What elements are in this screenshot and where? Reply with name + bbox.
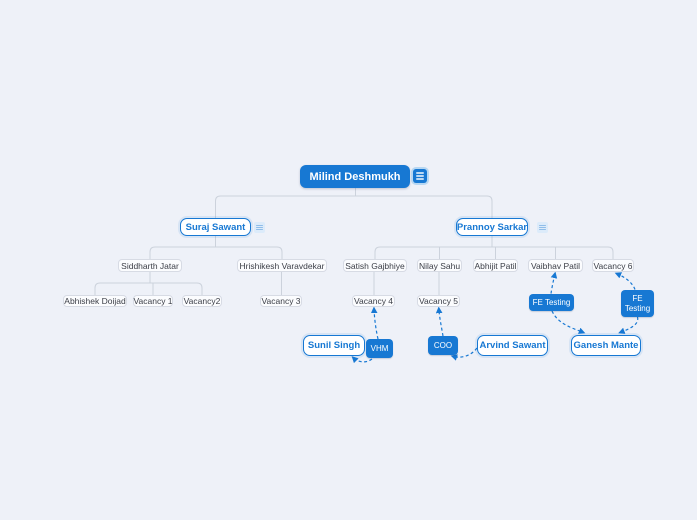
org-node-label: Ganesh Mante [573, 340, 639, 351]
org-node-label: Arvind Sawant [479, 340, 546, 351]
org-node-label: Siddharth Jatar [121, 260, 179, 271]
org-node-label: Prannoy Sarkar [456, 221, 528, 233]
dashed-connectors [351, 271, 639, 364]
org-node-label: Abhijit Patil [474, 260, 517, 271]
org-node-ganesh-mante[interactable]: Ganesh Mante [571, 335, 641, 356]
role-badge-label: VHM [370, 343, 389, 353]
org-node-label: Vaibhav Patil [531, 260, 580, 271]
org-node-label: Abhishek Doijad [64, 296, 126, 306]
org-node-label: Milind Deshmukh [309, 170, 401, 183]
menu-icon[interactable] [537, 222, 548, 233]
org-node-satish-gajbhiye[interactable]: Satish Gajbhiye [343, 259, 407, 272]
org-node-hrishikesh-varavdekar[interactable]: Hrishikesh Varavdekar [237, 259, 327, 272]
org-node-label: Vacancy 6 [593, 260, 633, 271]
org-node-suraj-sawant[interactable]: Suraj Sawant [180, 218, 251, 236]
org-node-label: Suraj Sawant [185, 221, 246, 233]
solid-connectors [94, 188, 614, 295]
org-node-vacancy-2[interactable]: Vacancy2 [182, 295, 222, 307]
org-node-abhijit-patil[interactable]: Abhijit Patil [473, 259, 518, 272]
role-badge-coo[interactable]: COO [428, 336, 458, 355]
org-node-abhishek-doijad[interactable]: Abhishek Doijad [63, 295, 127, 307]
org-node-vacancy-5[interactable]: Vacancy 5 [417, 295, 460, 307]
org-node-vacancy-3[interactable]: Vacancy 3 [260, 295, 302, 307]
role-badge-label: FE Testing [624, 293, 651, 313]
org-node-arvind-sawant[interactable]: Arvind Sawant [477, 335, 548, 356]
role-badge-fe-testing-2[interactable]: FE Testing [621, 290, 654, 317]
org-node-sunil-singh[interactable]: Sunil Singh [303, 335, 365, 356]
menu-icon[interactable] [413, 169, 427, 183]
org-node-label: Vacancy2 [183, 296, 221, 306]
role-badge-vhm[interactable]: VHM [366, 339, 393, 358]
org-node-prannoy-sarkar[interactable]: Prannoy Sarkar [456, 218, 528, 236]
org-node-label: Vacancy 4 [353, 296, 394, 306]
org-node-nilay-sahu[interactable]: Nilay Sahu [417, 259, 462, 272]
org-node-vacancy-4[interactable]: Vacancy 4 [352, 295, 395, 307]
role-badge-label: COO [433, 340, 453, 350]
role-badge-label: FE Testing [532, 297, 571, 307]
org-node-label: Sunil Singh [307, 340, 361, 351]
org-node-vacancy-1[interactable]: Vacancy 1 [133, 295, 173, 307]
org-node-label: Vacancy 3 [261, 296, 301, 306]
role-badge-fe-testing-1[interactable]: FE Testing [529, 294, 574, 311]
org-node-label: Nilay Sahu [418, 260, 461, 271]
org-node-label: Satish Gajbhiye [345, 260, 405, 271]
org-node-label: Hrishikesh Varavdekar [239, 260, 325, 271]
org-node-label: Vacancy 5 [418, 296, 459, 306]
menu-icon[interactable] [254, 222, 265, 233]
org-node-label: Vacancy 1 [133, 296, 173, 306]
org-node-milind-deshmukh[interactable]: Milind Deshmukh [300, 165, 410, 188]
org-node-vacancy-6[interactable]: Vacancy 6 [592, 259, 634, 272]
org-node-vaibhav-patil[interactable]: Vaibhav Patil [528, 259, 583, 272]
org-node-siddharth-jatar[interactable]: Siddharth Jatar [118, 259, 182, 272]
